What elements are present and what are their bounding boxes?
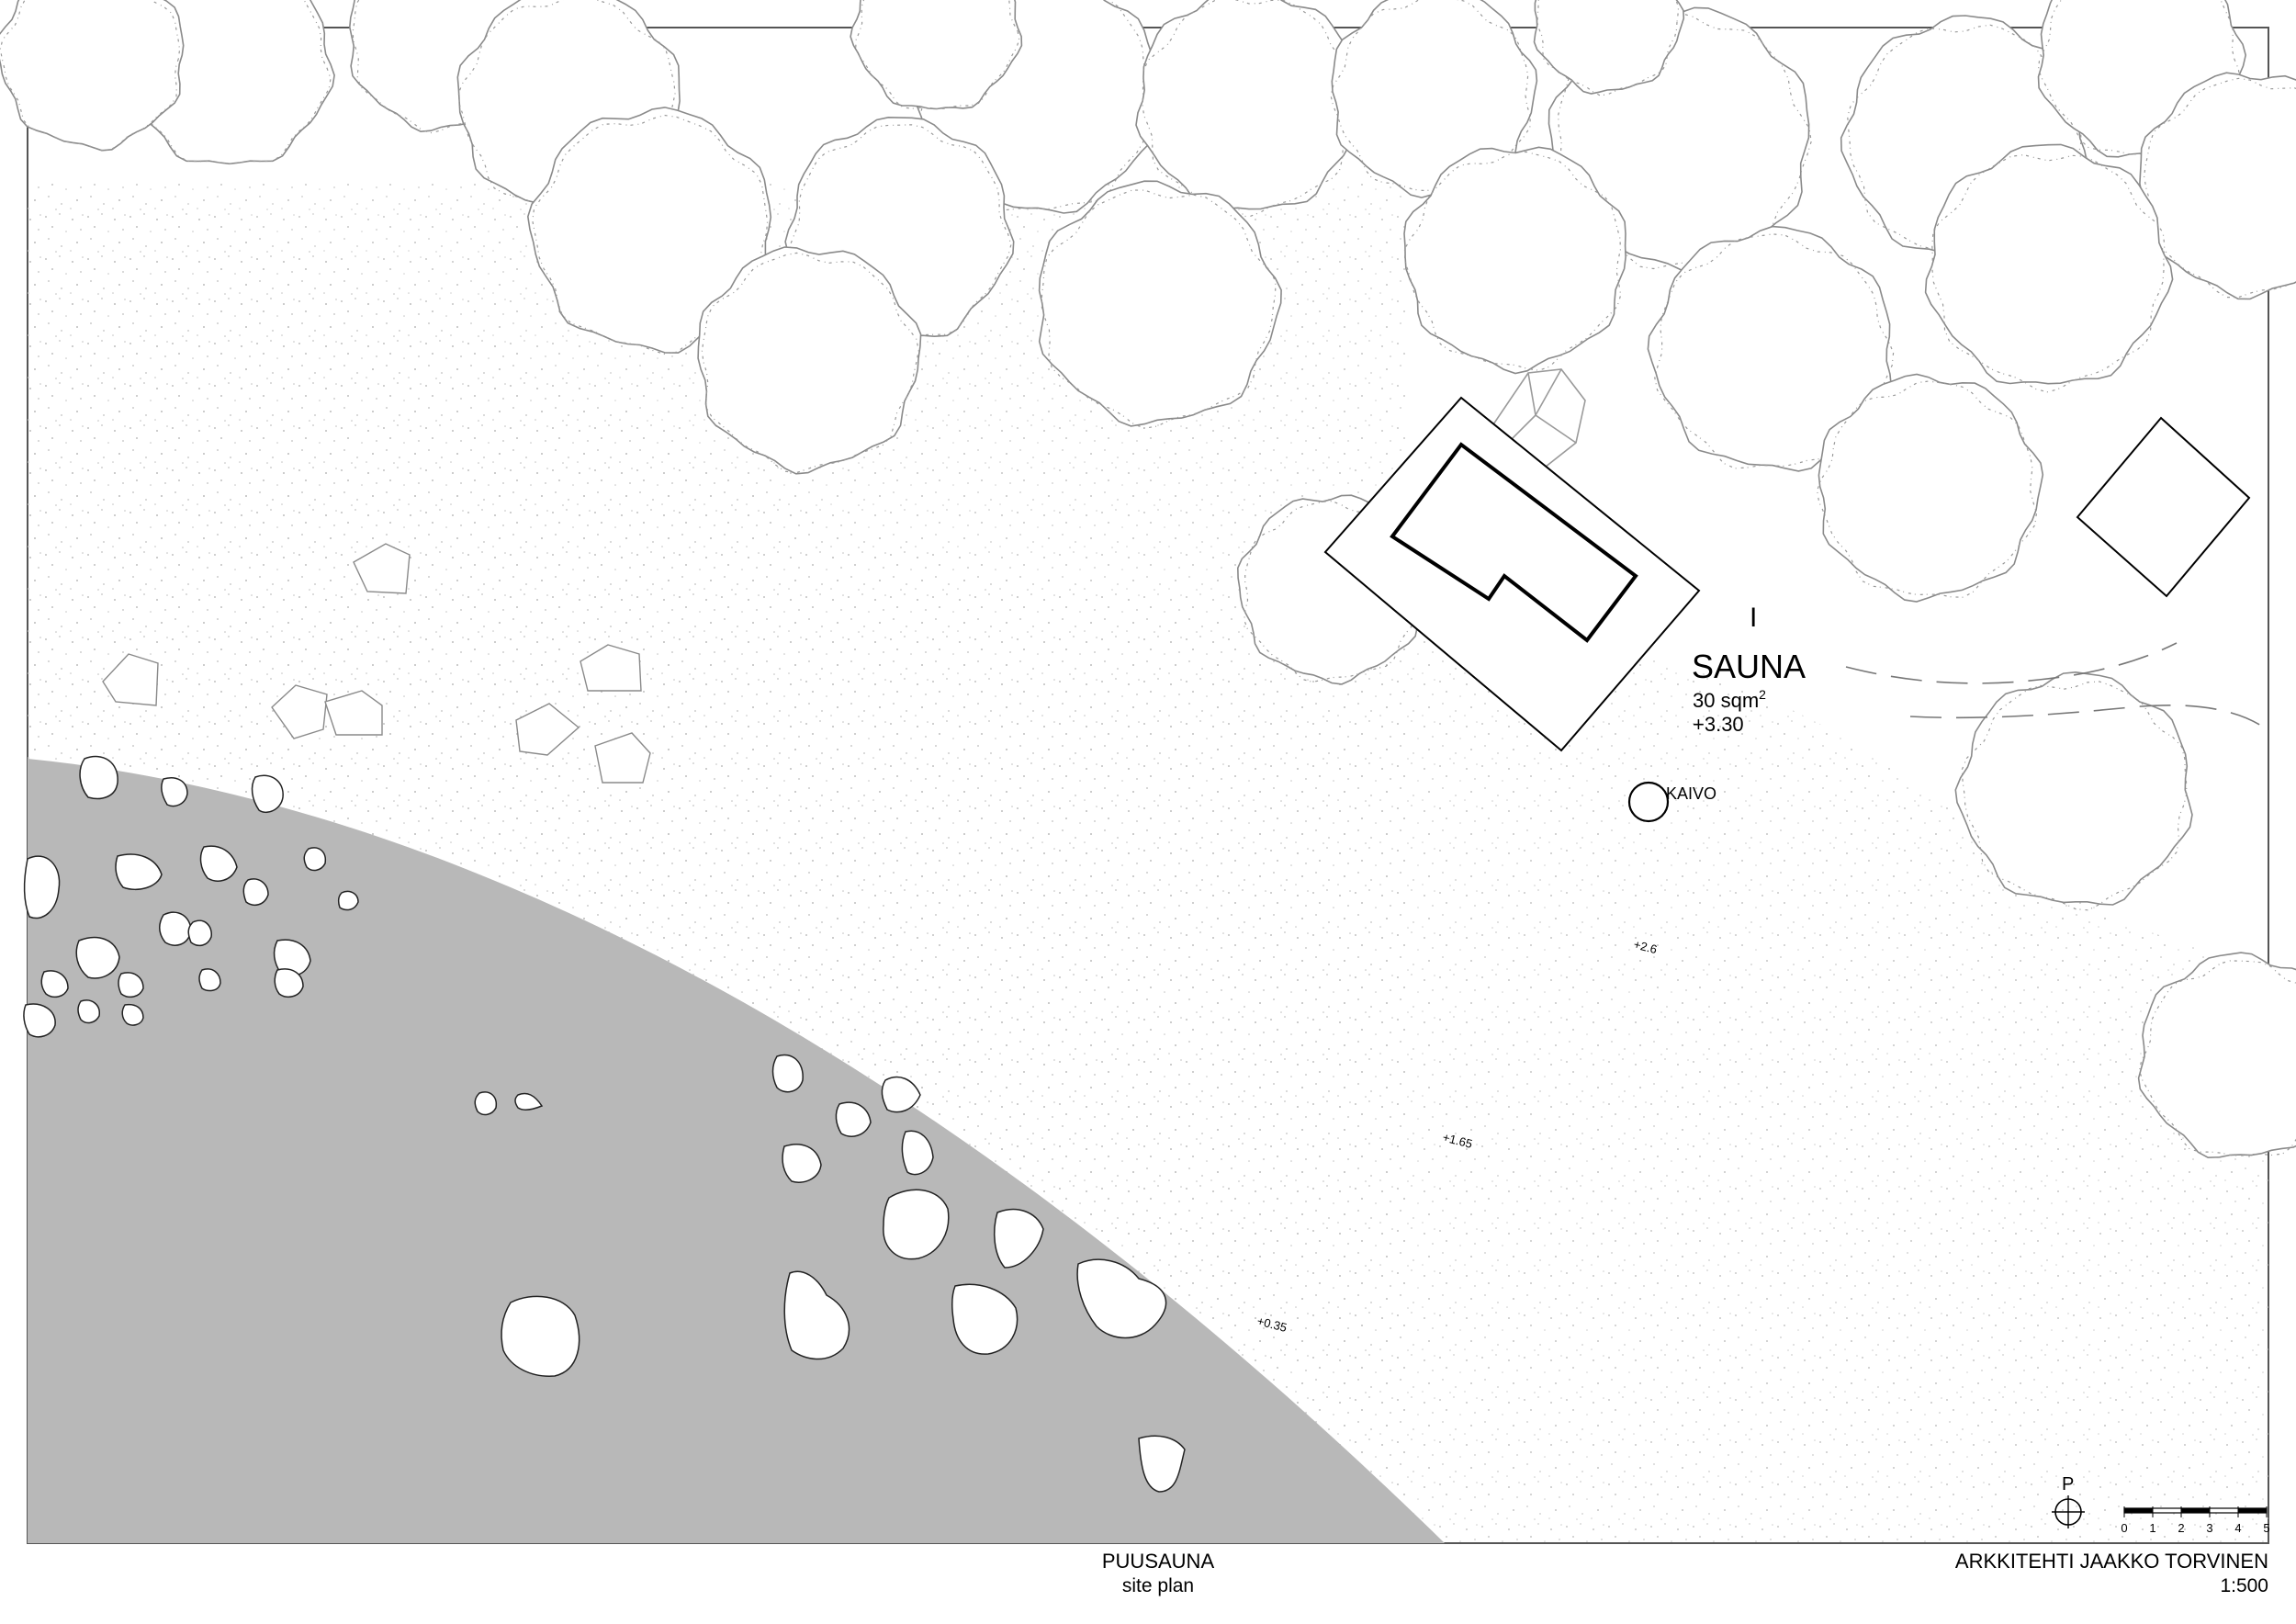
water-rock	[1138, 1435, 1186, 1493]
well-symbol	[1627, 781, 1670, 823]
drawing-title: site plan	[1122, 1575, 1194, 1596]
water-rock	[303, 847, 327, 872]
scale-tick-label: 5	[2263, 1521, 2269, 1535]
water-rock	[251, 774, 284, 814]
sea-area	[28, 759, 1445, 1543]
tree-canopy-texture	[1041, 189, 1277, 429]
project-title: PUUSAUNA	[1102, 1550, 1215, 1573]
tree-canopy-texture	[1403, 151, 1622, 371]
tree-canopy	[1038, 180, 1282, 427]
tree-canopy	[1924, 143, 2174, 385]
scale-tick-label: 3	[2206, 1521, 2212, 1535]
land-rock	[580, 644, 642, 692]
water-rocks	[23, 755, 1186, 1493]
land-rock	[594, 732, 651, 784]
water-rock	[514, 1092, 544, 1111]
tree-canopies	[0, 0, 2296, 1159]
tree-canopy	[0, 0, 185, 152]
water-rock	[161, 777, 188, 807]
tree-canopy-texture	[1816, 380, 2038, 598]
land-rock	[515, 703, 580, 756]
path-track-lower	[1909, 704, 2262, 727]
spot-elevation: +2.6	[1632, 937, 1659, 956]
water-rock	[783, 1270, 850, 1360]
water-rock	[993, 1208, 1044, 1269]
water-rock	[274, 968, 304, 998]
path-track	[1845, 642, 2178, 684]
sauna-footprint	[1390, 442, 1638, 643]
water-rock	[187, 919, 212, 947]
land-rock	[102, 653, 159, 706]
water-rock	[1076, 1258, 1167, 1339]
scale-tick-label: 2	[2178, 1521, 2184, 1535]
scale-tick-label: 0	[2121, 1521, 2127, 1535]
water-rock	[501, 1295, 580, 1377]
land-rock	[271, 684, 328, 739]
land-rock	[353, 543, 411, 594]
sauna-terrace-outline	[1323, 396, 1701, 752]
tree-canopy-texture	[457, 0, 676, 216]
north-label: P	[2062, 1474, 2074, 1494]
building-elevation: +3.30	[1693, 713, 1744, 736]
building-number: I	[1750, 603, 1757, 633]
tree-canopy	[2137, 952, 2296, 1159]
water-rock	[23, 1003, 56, 1038]
land-rock	[324, 690, 383, 736]
tree-canopy	[2139, 72, 2296, 300]
water-rock	[199, 845, 238, 882]
water-rock	[159, 911, 192, 946]
water-rock	[782, 1144, 822, 1183]
water-rock	[242, 878, 269, 907]
sauna-building	[1323, 396, 1701, 752]
tree-canopy-texture	[1961, 681, 2188, 911]
water-rock	[115, 853, 163, 891]
scale-tick-label: 4	[2234, 1521, 2241, 1535]
tree-canopy-texture	[789, 124, 1012, 339]
water-rock	[835, 1101, 872, 1137]
water-rock	[881, 1076, 921, 1113]
tree-canopy	[1818, 373, 2044, 603]
well-label: KAIVO	[1666, 784, 1716, 803]
tree-canopy-texture	[855, 0, 1020, 110]
drawing-scale: 1:500	[2220, 1575, 2268, 1596]
water-rock	[771, 1054, 804, 1093]
water-rock	[901, 1130, 934, 1176]
tree-canopy-texture	[1654, 233, 1895, 469]
water-rock	[198, 968, 221, 992]
scale-tick-label: 1	[2149, 1521, 2155, 1535]
water-rock	[23, 855, 61, 919]
water-rock	[75, 936, 120, 979]
tree-canopy	[850, 0, 1023, 110]
architect-name: ARKKITEHTI JAAKKO TORVINEN	[1955, 1550, 2268, 1573]
tree-canopy	[1533, 0, 1685, 95]
water-rock	[337, 890, 359, 911]
water-rock	[40, 970, 69, 998]
north-arrow: P	[2052, 1474, 2085, 1528]
water-rock	[77, 999, 100, 1024]
building-area-unit-sup: 2	[1759, 687, 1766, 702]
water-rock	[121, 1003, 144, 1026]
water-rock	[951, 1283, 1019, 1355]
building-name: SAUNA	[1692, 648, 1806, 685]
water-rock	[79, 755, 118, 800]
building-area-value: 30 sqm	[1693, 689, 1759, 712]
tree-canopy-texture	[1847, 24, 2082, 264]
water-rock	[474, 1091, 498, 1116]
tree-canopy-texture	[532, 114, 769, 355]
scale-bar: 0 1 2 3 4 5	[2121, 1506, 2270, 1535]
tree-canopy-texture	[701, 252, 919, 474]
land-rocks	[102, 543, 651, 784]
water-rock	[118, 972, 144, 998]
tree-canopy	[1954, 671, 2193, 906]
tree-canopy	[697, 246, 922, 475]
tree-canopy-texture	[1931, 153, 2166, 393]
water-rock	[883, 1189, 950, 1260]
building-area: 30 sqm2	[1693, 687, 1766, 712]
shed-outline	[2076, 416, 2251, 598]
